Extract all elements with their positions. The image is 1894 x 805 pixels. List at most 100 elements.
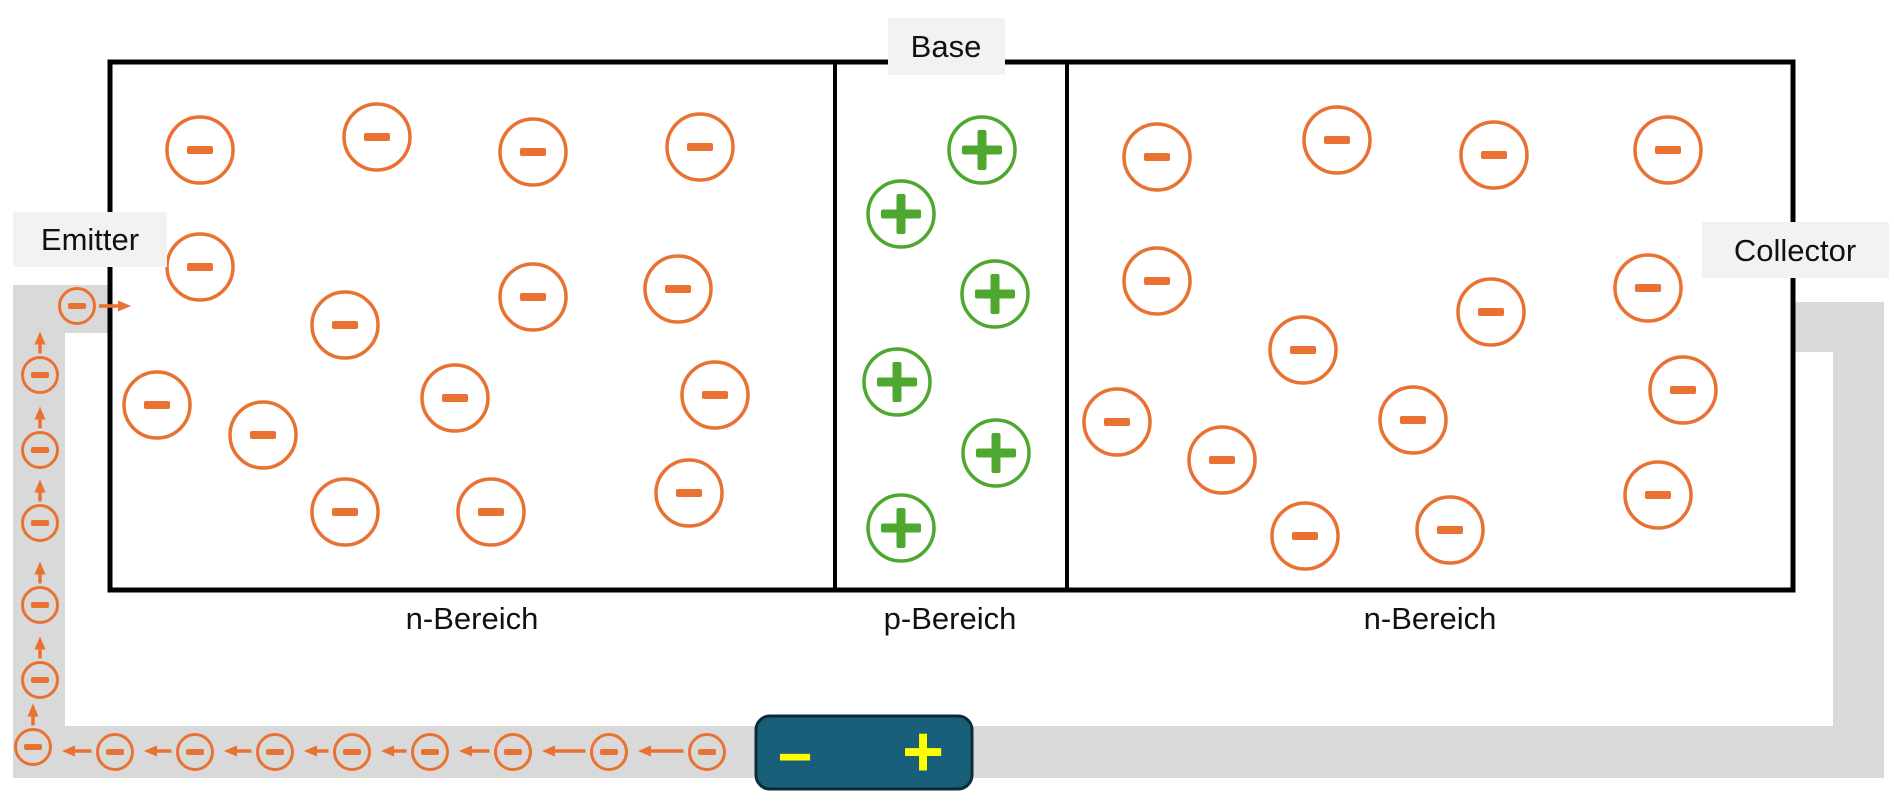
hole-icon — [866, 179, 936, 249]
minus-symbol — [504, 749, 522, 755]
charge-carriers — [14, 102, 1718, 771]
minus-symbol — [266, 749, 284, 755]
minus-symbol — [520, 148, 546, 156]
plus-symbol — [896, 508, 906, 548]
minus-symbol — [1400, 416, 1426, 424]
minus-symbol — [1292, 532, 1318, 540]
electron-icon — [256, 733, 294, 771]
electron-icon — [494, 733, 532, 771]
hole-icon — [961, 418, 1031, 488]
electron-icon — [228, 400, 298, 470]
minus-symbol — [1481, 151, 1507, 159]
minus-symbol — [478, 508, 504, 516]
hole-icon — [866, 493, 936, 563]
battery-body — [754, 714, 974, 791]
wire-right-vertical — [1833, 302, 1884, 778]
flow-arrow-head — [34, 479, 46, 493]
label-emitter-bg — [13, 212, 167, 267]
electron-icon — [310, 290, 380, 360]
electron-icon — [310, 477, 380, 547]
minus-symbol — [1635, 284, 1661, 292]
label-emitter: Emitter — [13, 212, 167, 267]
label-collector-text: Collector — [1734, 233, 1856, 268]
minus-symbol — [68, 303, 86, 309]
minus-symbol — [1478, 308, 1504, 316]
minus-symbol — [1209, 456, 1235, 464]
electron-icon — [411, 733, 449, 771]
electron-icon — [14, 728, 52, 766]
electron-icon — [342, 102, 412, 172]
flow-arrow-head — [638, 745, 651, 757]
transistor-body — [107, 59, 1796, 593]
electron-icon — [165, 115, 235, 185]
minus-symbol — [187, 146, 213, 154]
minus-symbol — [187, 263, 213, 271]
label-emitter-text: Emitter — [41, 222, 139, 257]
electron-icon — [1415, 495, 1485, 565]
electron-icon — [333, 733, 371, 771]
minus-symbol — [1144, 153, 1170, 161]
plus-symbol — [896, 194, 906, 234]
region-label-n-right: n-Bereich — [1364, 601, 1497, 636]
electron-icon — [21, 431, 59, 469]
electron-icon — [680, 360, 750, 430]
electron-icon — [665, 112, 735, 182]
flow-arrows — [27, 300, 684, 757]
electron-icon — [1613, 253, 1683, 323]
electron-icon — [1302, 105, 1372, 175]
minus-symbol — [676, 489, 702, 497]
electron-icon — [643, 254, 713, 324]
electron-icon — [1459, 120, 1529, 190]
electron-icon — [1268, 315, 1338, 385]
electron-icon — [688, 733, 726, 771]
minus-symbol — [343, 749, 361, 755]
electron-icon — [498, 117, 568, 187]
electron-icon — [1633, 115, 1703, 185]
minus-symbol — [1144, 277, 1170, 285]
hole-icon — [947, 115, 1017, 185]
flow-arrow-head — [381, 745, 394, 757]
minus-symbol — [520, 293, 546, 301]
minus-symbol — [1655, 146, 1681, 154]
flow-arrow-head — [304, 745, 317, 757]
minus-symbol — [702, 391, 728, 399]
label-collector-bg — [1702, 222, 1889, 278]
flow-arrow-head — [224, 745, 237, 757]
flow-arrow-head — [27, 703, 39, 717]
minus-symbol — [186, 749, 204, 755]
minus-symbol — [144, 401, 170, 409]
battery: − + — [754, 712, 974, 792]
minus-symbol — [665, 285, 691, 293]
minus-symbol — [1437, 526, 1463, 534]
flow-arrow-head — [34, 406, 46, 420]
label-base-text: Base — [911, 29, 982, 64]
minus-symbol — [31, 602, 49, 608]
electron-icon — [1623, 460, 1693, 530]
electron-icon — [1270, 501, 1340, 571]
flow-arrow-head — [542, 745, 555, 757]
flow-arrow-head — [34, 331, 46, 345]
semiconductor-outline — [107, 59, 1796, 593]
electron-icon — [590, 733, 628, 771]
electron-icon — [1648, 355, 1718, 425]
electron-icon — [21, 586, 59, 624]
plus-symbol — [991, 433, 1001, 473]
minus-symbol — [31, 447, 49, 453]
electron-icon — [1122, 246, 1192, 316]
minus-symbol — [31, 520, 49, 526]
flow-arrow-head — [34, 561, 46, 575]
electron-icon — [58, 287, 96, 325]
region-labels: n-Bereich p-Bereich n-Bereich — [406, 601, 1497, 636]
electron-icon — [456, 477, 526, 547]
plus-symbol — [990, 274, 1000, 314]
electron-icon — [654, 458, 724, 528]
battery-minus-symbol: − — [777, 723, 812, 790]
minus-symbol — [364, 133, 390, 141]
minus-symbol — [600, 749, 618, 755]
electron-icon — [21, 661, 59, 699]
minus-symbol — [1670, 386, 1696, 394]
minus-symbol — [1104, 418, 1130, 426]
electron-icon — [498, 262, 568, 332]
electron-icon — [1378, 385, 1448, 455]
